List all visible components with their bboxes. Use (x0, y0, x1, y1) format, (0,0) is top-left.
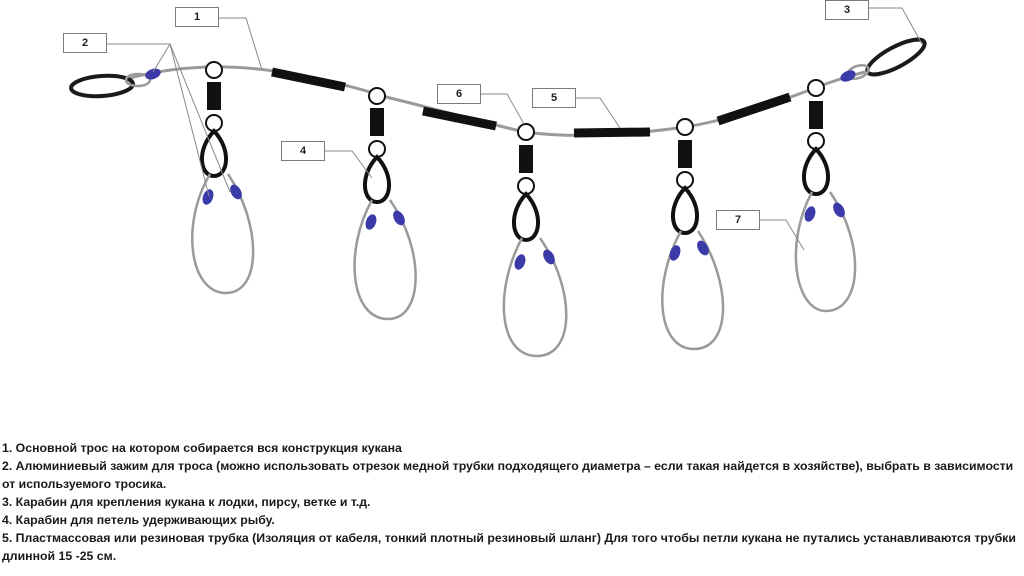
right-end-carabiner (840, 37, 927, 82)
legend: 1. Основной трос на котором собирается в… (2, 439, 1020, 565)
callout-2: 2 (63, 33, 107, 53)
callout-7: 7 (716, 210, 760, 230)
callout-4: 4 (281, 141, 325, 161)
legend-item-2: 2. Алюминиевый зажим для троса (можно ис… (2, 459, 1014, 491)
leader-lines (107, 7, 923, 251)
leader-4 (324, 150, 373, 179)
tube-4 (716, 92, 792, 126)
callout-3: 3 (825, 0, 869, 20)
tube-3 (573, 127, 651, 138)
callout-6: 6 (437, 84, 481, 104)
leader-3 (868, 7, 923, 45)
tube-1 (271, 67, 346, 92)
leader-2 (107, 43, 171, 73)
main-cable (129, 65, 866, 137)
leader-5 (575, 97, 621, 129)
clamp-left-end (145, 68, 161, 80)
hanger-1 (191, 61, 255, 295)
leader-2c (169, 43, 210, 197)
tube-2 (422, 106, 497, 131)
leader-7 (760, 219, 805, 251)
callout-1: 1 (175, 7, 219, 27)
leader-2b (169, 43, 231, 193)
legend-item-1: 1. Основной трос на котором собирается в… (2, 441, 402, 455)
legend-item-3: 3. Карабин для крепления кукана к лодки,… (2, 495, 371, 509)
hanger-2 (353, 87, 417, 321)
left-end-carabiner (69, 68, 161, 99)
legend-item-4: 4. Карабин для петель удерживающих рыбу. (2, 513, 275, 527)
clamp-right-end (840, 70, 856, 82)
kukan-diagram (69, 7, 927, 358)
legend-item-5: 5. Пластмассовая или резиновая трубка (И… (2, 531, 1016, 563)
cable-tubes (271, 67, 792, 138)
hanger-4 (661, 118, 725, 351)
hanger-5 (794, 79, 857, 313)
hanger-3 (502, 123, 568, 358)
leader-6 (481, 93, 525, 125)
leader-1 (218, 17, 263, 71)
callout-5: 5 (532, 88, 576, 108)
